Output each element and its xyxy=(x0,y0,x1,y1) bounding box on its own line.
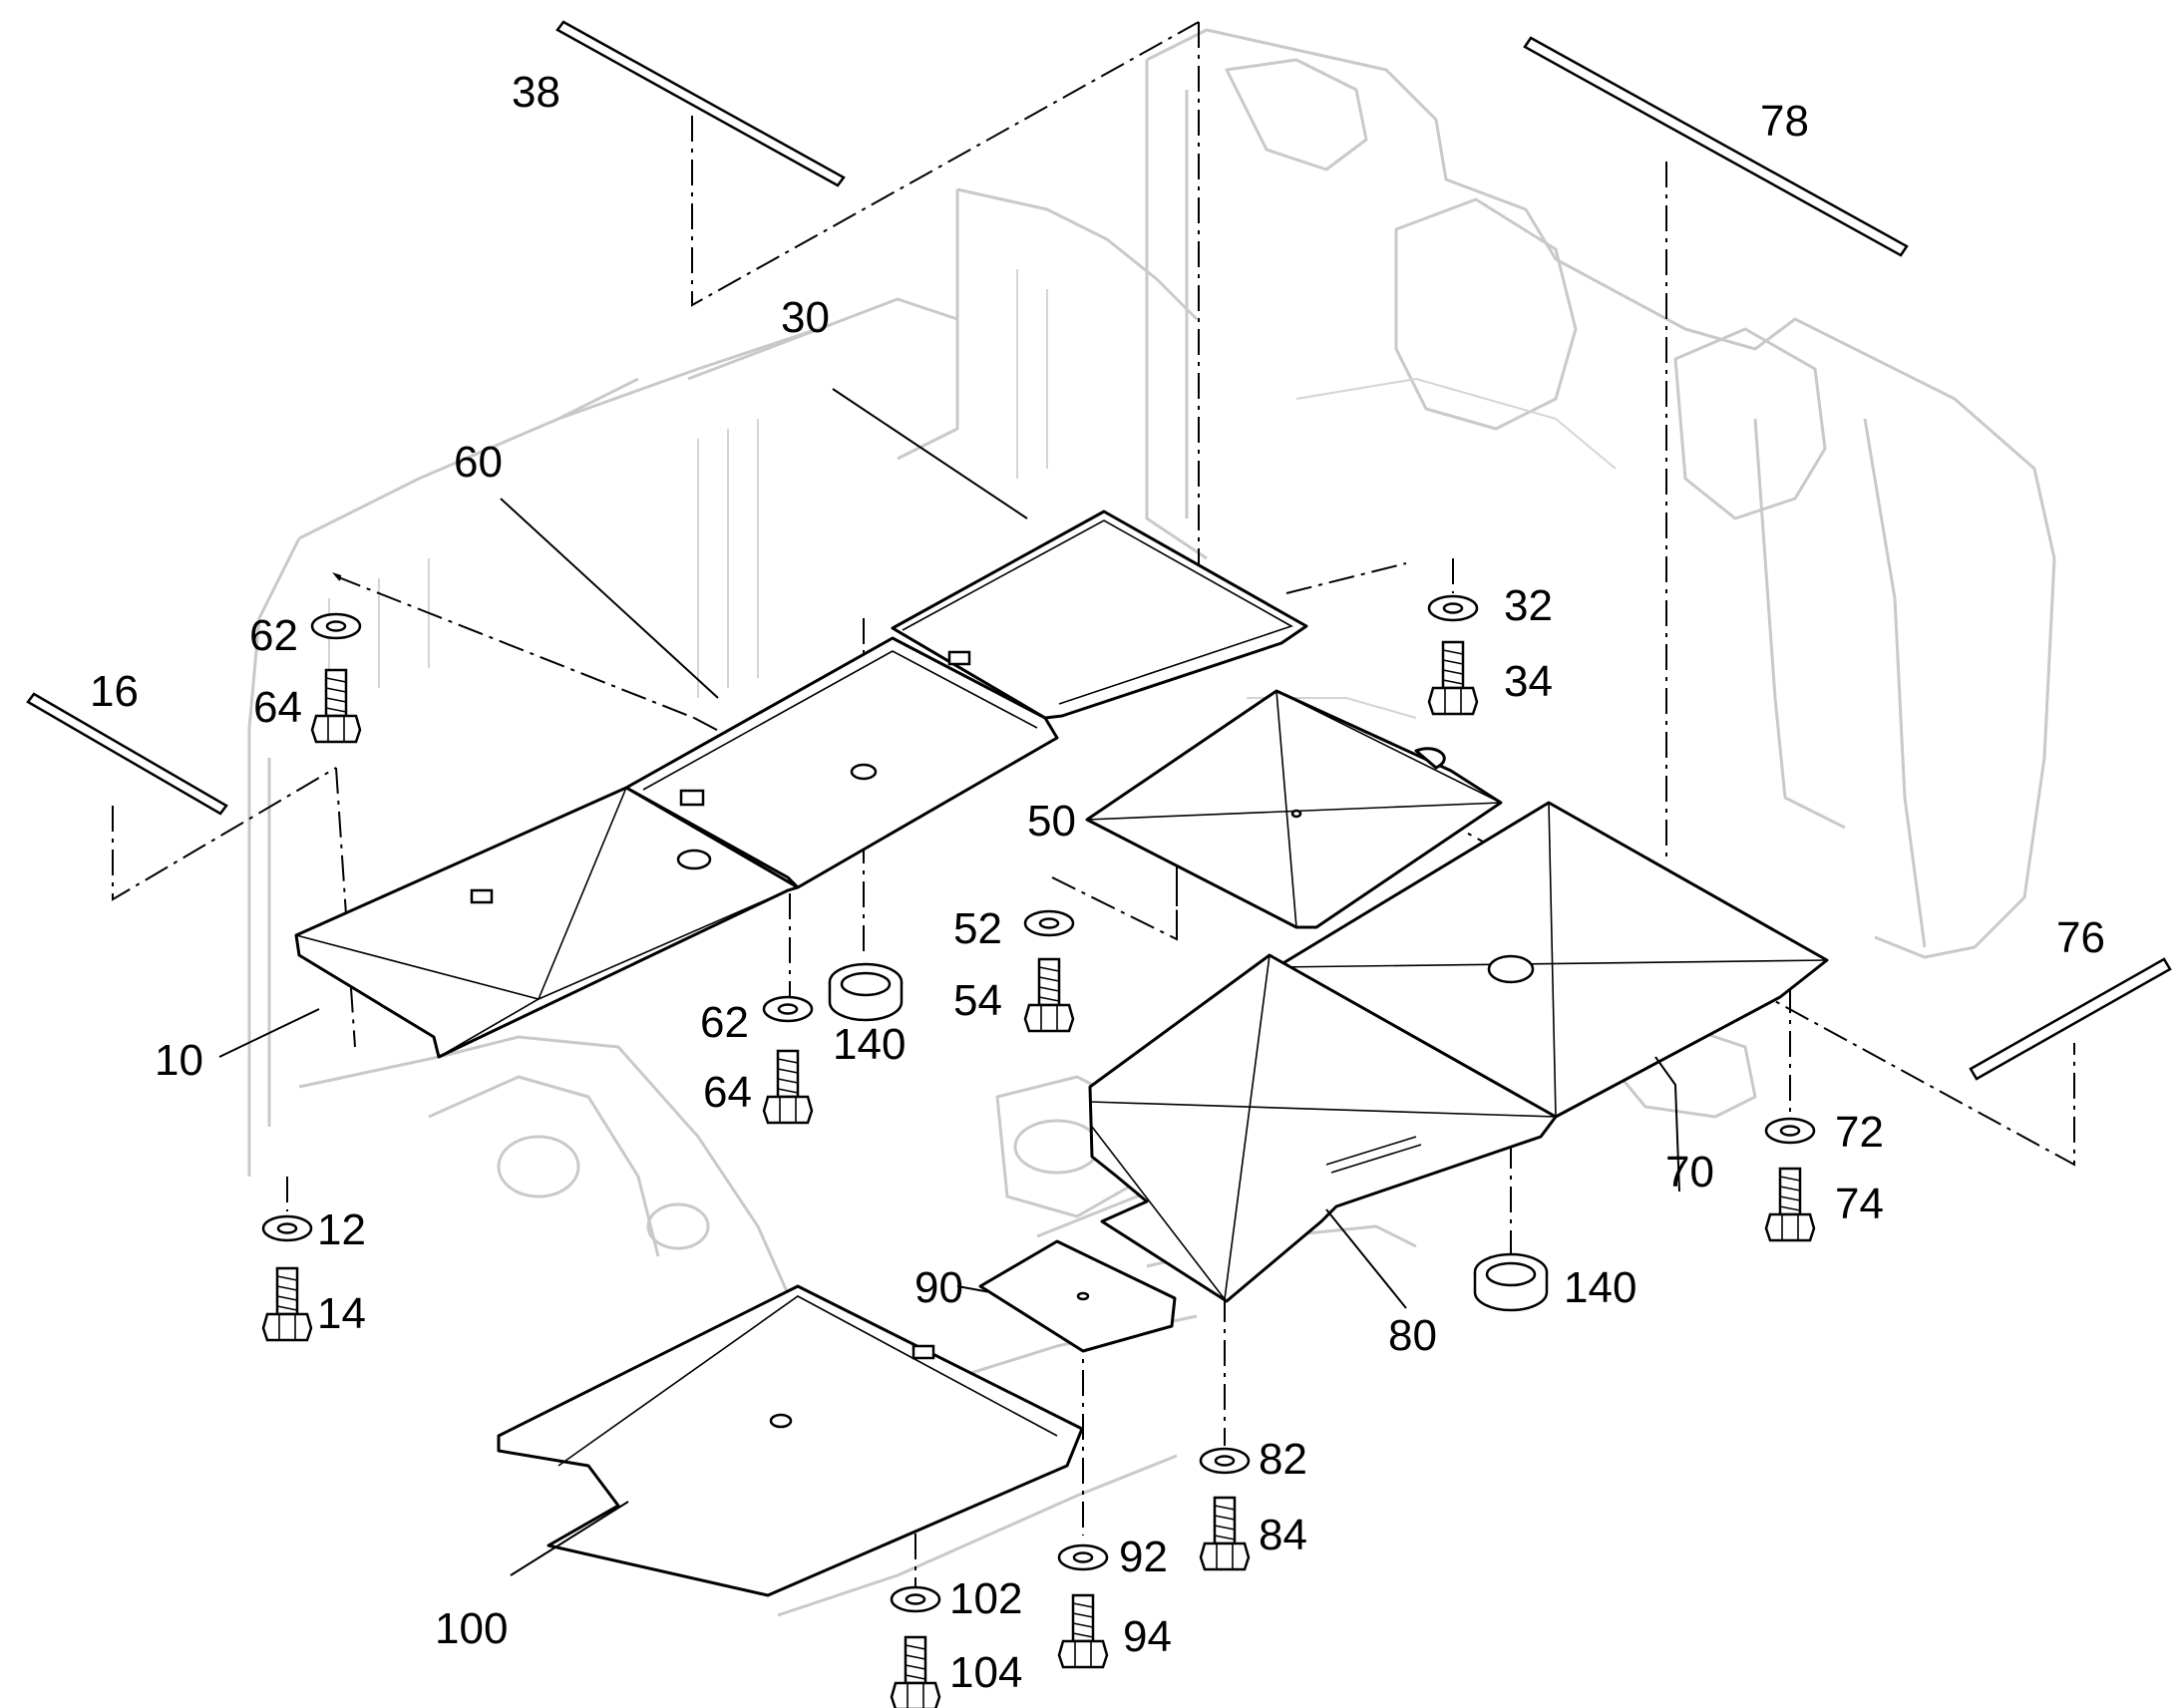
callout-76: 76 xyxy=(2056,913,2105,962)
bolt-84 xyxy=(1199,1496,1251,1571)
washer-102 xyxy=(890,1585,941,1613)
bolt-64-mid xyxy=(762,1049,814,1125)
callout-60: 60 xyxy=(454,438,503,487)
callout-12: 12 xyxy=(317,1205,366,1254)
panel-60 xyxy=(624,636,1059,889)
callout-10: 10 xyxy=(155,1036,203,1085)
washer-52 xyxy=(1023,909,1075,937)
callout-102: 102 xyxy=(949,1574,1022,1623)
callout-94: 94 xyxy=(1123,1612,1172,1661)
washer-32 xyxy=(1427,594,1479,622)
panel-80 xyxy=(1088,953,1558,1303)
bolt-54 xyxy=(1023,957,1075,1033)
callout-64-top: 64 xyxy=(253,683,302,732)
rod-38 xyxy=(555,20,846,187)
callout-140-left: 140 xyxy=(833,1020,906,1069)
callout-62-top: 62 xyxy=(249,611,298,660)
washer-62-mid xyxy=(762,995,814,1023)
callout-labels: 38 78 30 60 62 64 16 32 34 50 52 54 76 1… xyxy=(90,68,2105,1697)
bolt-74 xyxy=(1764,1167,1816,1242)
bolt-34 xyxy=(1427,640,1479,716)
rod-16 xyxy=(26,692,228,816)
callout-16: 16 xyxy=(90,667,139,716)
grommet-140-left xyxy=(828,962,904,1022)
panel-90 xyxy=(978,1239,1177,1353)
assembly-centerlines xyxy=(112,21,2075,1595)
callout-62-mid: 62 xyxy=(700,998,749,1047)
callout-70: 70 xyxy=(1665,1148,1714,1196)
bolt-64-top xyxy=(310,668,362,744)
callout-54: 54 xyxy=(953,976,1002,1025)
callout-72: 72 xyxy=(1835,1108,1884,1157)
bolt-104 xyxy=(890,1635,941,1708)
washer-12 xyxy=(261,1214,313,1242)
callout-82: 82 xyxy=(1259,1435,1307,1484)
callout-30: 30 xyxy=(781,293,830,342)
washer-72 xyxy=(1764,1117,1816,1145)
callout-84: 84 xyxy=(1259,1511,1307,1559)
bolt-94 xyxy=(1057,1593,1109,1669)
callout-14: 14 xyxy=(317,1289,366,1338)
callout-38: 38 xyxy=(512,68,560,117)
callout-74: 74 xyxy=(1835,1180,1884,1228)
washer-82 xyxy=(1199,1447,1251,1475)
leader-lines xyxy=(218,388,1680,1576)
grommet-140-right xyxy=(1473,1252,1549,1312)
callout-64-mid: 64 xyxy=(703,1068,752,1117)
panel-100 xyxy=(497,1284,1084,1597)
callout-140-right: 140 xyxy=(1564,1263,1636,1312)
panel-50 xyxy=(1085,689,1503,929)
rod-76 xyxy=(1969,957,2172,1081)
callout-104: 104 xyxy=(949,1648,1022,1697)
callout-32: 32 xyxy=(1504,581,1553,630)
callout-90: 90 xyxy=(914,1263,963,1312)
washer-92 xyxy=(1057,1543,1109,1571)
callout-78: 78 xyxy=(1760,97,1809,146)
panel-10 xyxy=(294,786,800,1059)
bolt-14 xyxy=(261,1266,313,1342)
callout-92: 92 xyxy=(1119,1533,1168,1581)
callout-80: 80 xyxy=(1388,1311,1437,1360)
callout-100: 100 xyxy=(435,1604,508,1653)
callout-34: 34 xyxy=(1504,657,1553,706)
rod-78 xyxy=(1523,36,1909,257)
washer-62-top xyxy=(310,612,362,640)
callout-52: 52 xyxy=(953,904,1002,953)
callout-50: 50 xyxy=(1027,797,1076,846)
